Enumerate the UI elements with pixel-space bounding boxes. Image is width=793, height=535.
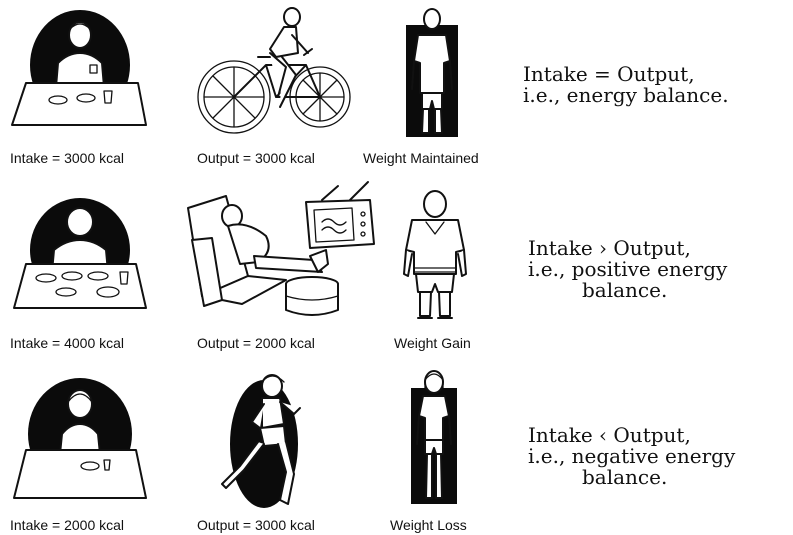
description-1-line-1: Intake = Output,	[523, 64, 729, 85]
cyclist-icon	[196, 5, 352, 140]
description-2-line-2: i.e., positive energy	[528, 259, 727, 280]
description-3-line-3: balance.	[528, 467, 735, 488]
description-2-line-3: balance.	[528, 280, 727, 301]
output-caption-1: Output = 3000 kcal	[197, 150, 315, 166]
couch-tv-icon	[182, 180, 377, 325]
description-3: Intake ‹ Output, i.e., negative energy b…	[528, 425, 735, 488]
intake-caption-1: Intake = 3000 kcal	[10, 150, 124, 166]
description-1-line-2: i.e., energy balance.	[523, 85, 729, 106]
result-caption-2: Weight Gain	[394, 335, 471, 351]
standing-man-icon	[398, 5, 468, 140]
thin-woman-icon	[405, 366, 465, 511]
result-caption-3: Weight Loss	[390, 517, 467, 533]
intake-caption-2: Intake = 4000 kcal	[10, 335, 124, 351]
output-caption-3: Output = 3000 kcal	[197, 517, 315, 533]
description-3-line-2: i.e., negative energy	[528, 446, 735, 467]
intake-caption-3: Intake = 2000 kcal	[10, 517, 124, 533]
eating-person-icon	[8, 5, 158, 140]
description-3-line-1: Intake ‹ Output,	[528, 425, 735, 446]
description-1: Intake = Output, i.e., energy balance.	[523, 64, 729, 106]
output-caption-2: Output = 2000 kcal	[197, 335, 315, 351]
result-caption-1: Weight Maintained	[363, 150, 479, 166]
overeating-person-icon	[8, 192, 158, 326]
description-2: Intake › Output, i.e., positive energy b…	[528, 238, 727, 301]
small-meal-person-icon	[8, 368, 158, 514]
overweight-man-icon	[398, 188, 472, 326]
runner-icon	[214, 372, 314, 510]
description-2-line-1: Intake › Output,	[528, 238, 727, 259]
